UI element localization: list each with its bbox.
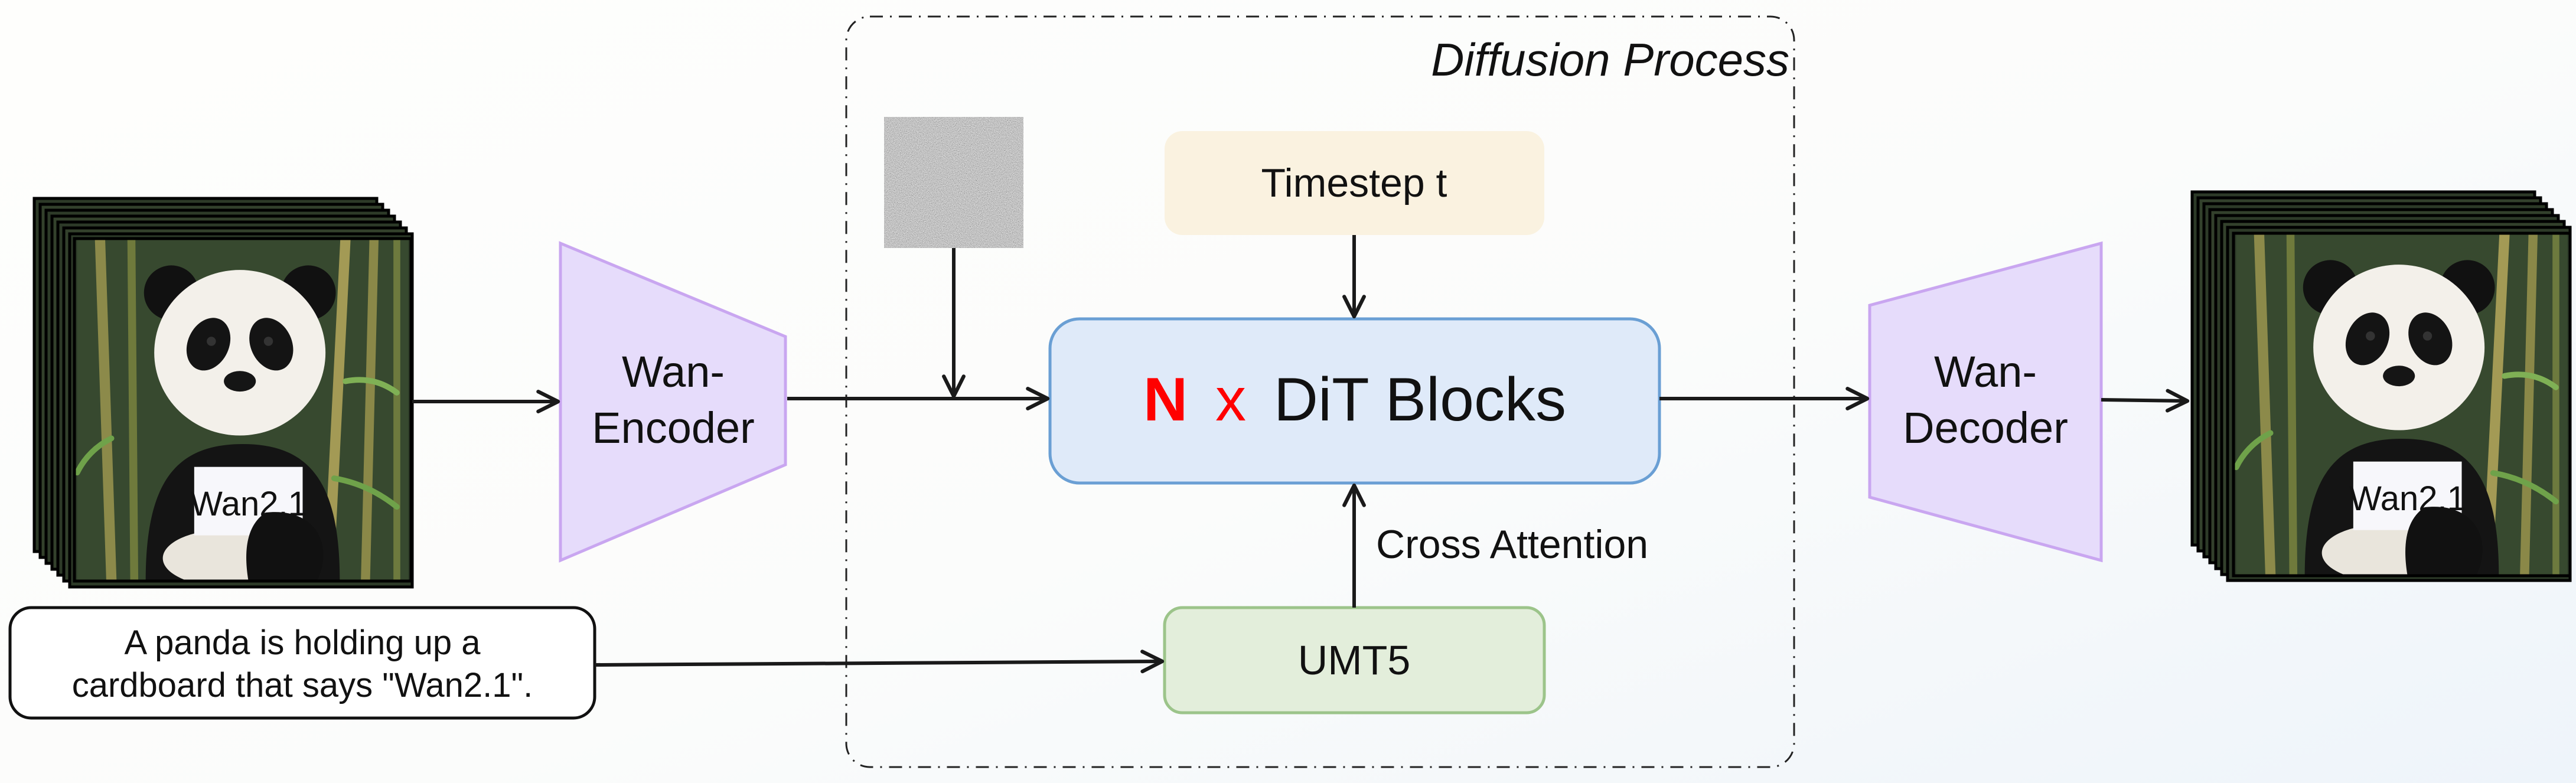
- wan-encoder: Wan- Encoder: [559, 241, 787, 563]
- decoder-label-line2: Decoder: [1903, 403, 2068, 452]
- arrow-prompt-to-umt5: [594, 650, 1165, 674]
- wan-decoder: Wan- Decoder: [1868, 241, 2103, 563]
- output-panda-sign-text: Wan2.1: [2349, 479, 2466, 518]
- dit-label: DiT Blocks: [1274, 366, 1566, 434]
- umt5-box: UMT5: [1163, 606, 1546, 715]
- svg-text:N x DiT Blocks: N x DiT Blocks: [1143, 366, 1566, 434]
- dit-times-sign: x: [1215, 366, 1246, 434]
- diffusion-process-container: Diffusion Process: [845, 15, 1795, 768]
- output-panda-image: [2236, 233, 2568, 582]
- timestep-label: Timestep t: [1261, 161, 1447, 205]
- noise-image: [884, 117, 1023, 248]
- arrows: [412, 235, 2190, 674]
- text-prompt-box: A panda is holding up a cardboard that s…: [8, 606, 596, 720]
- diffusion-process-label: Diffusion Process: [1431, 34, 1789, 86]
- dit-blocks-box: N x DiT Blocks: [1048, 317, 1661, 485]
- decoder-label-line1: Wan-: [1934, 347, 2037, 396]
- cross-attention-label: Cross Attention: [1376, 522, 1648, 567]
- output-video-frames: Wan2.1: [2190, 190, 2572, 582]
- input-panda-sign-text: Wan2.1: [190, 485, 307, 523]
- prompt-line2: cardboard that says "Wan2.1".: [72, 666, 533, 704]
- encoder-label-line1: Wan-: [622, 347, 725, 396]
- prompt-line1: A panda is holding up a: [124, 624, 481, 662]
- input-panda-image: [77, 239, 409, 587]
- dit-multiplier: N: [1143, 366, 1188, 434]
- input-video-frames: Wan2.1: [32, 197, 414, 589]
- arrow-decoder-to-video: [2101, 389, 2190, 413]
- timestep-box: Timestep t: [1165, 131, 1544, 235]
- umt5-label: UMT5: [1298, 637, 1411, 683]
- encoder-label-line2: Encoder: [592, 403, 755, 452]
